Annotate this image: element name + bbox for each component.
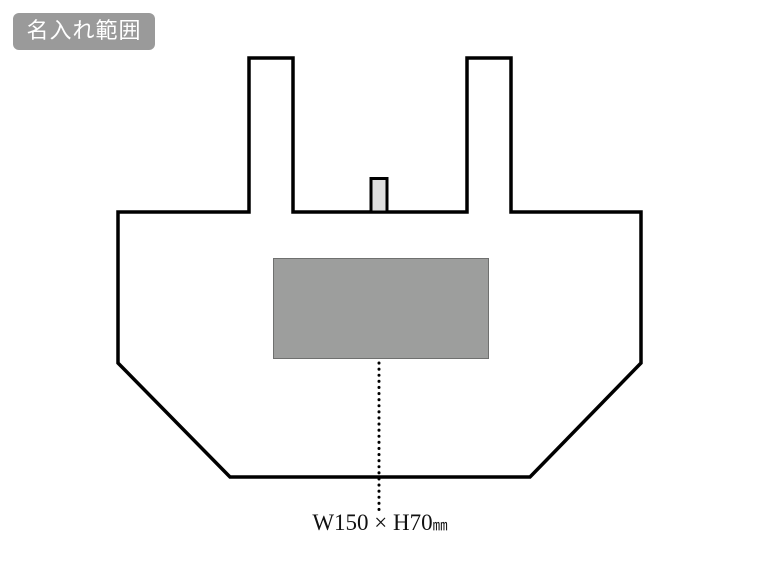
dimension-unit: ㎜ [432, 518, 448, 534]
center-tab [369, 177, 389, 214]
bag-outline [116, 56, 643, 479]
dimension-label: W150 × H70㎜ [280, 510, 480, 536]
print-area-badge: 名入れ範囲 [13, 13, 155, 50]
dimension-width: W150 [312, 510, 369, 535]
print-area [273, 258, 489, 359]
dimension-height: H70 [393, 510, 433, 535]
dimension-times: × [374, 510, 388, 535]
